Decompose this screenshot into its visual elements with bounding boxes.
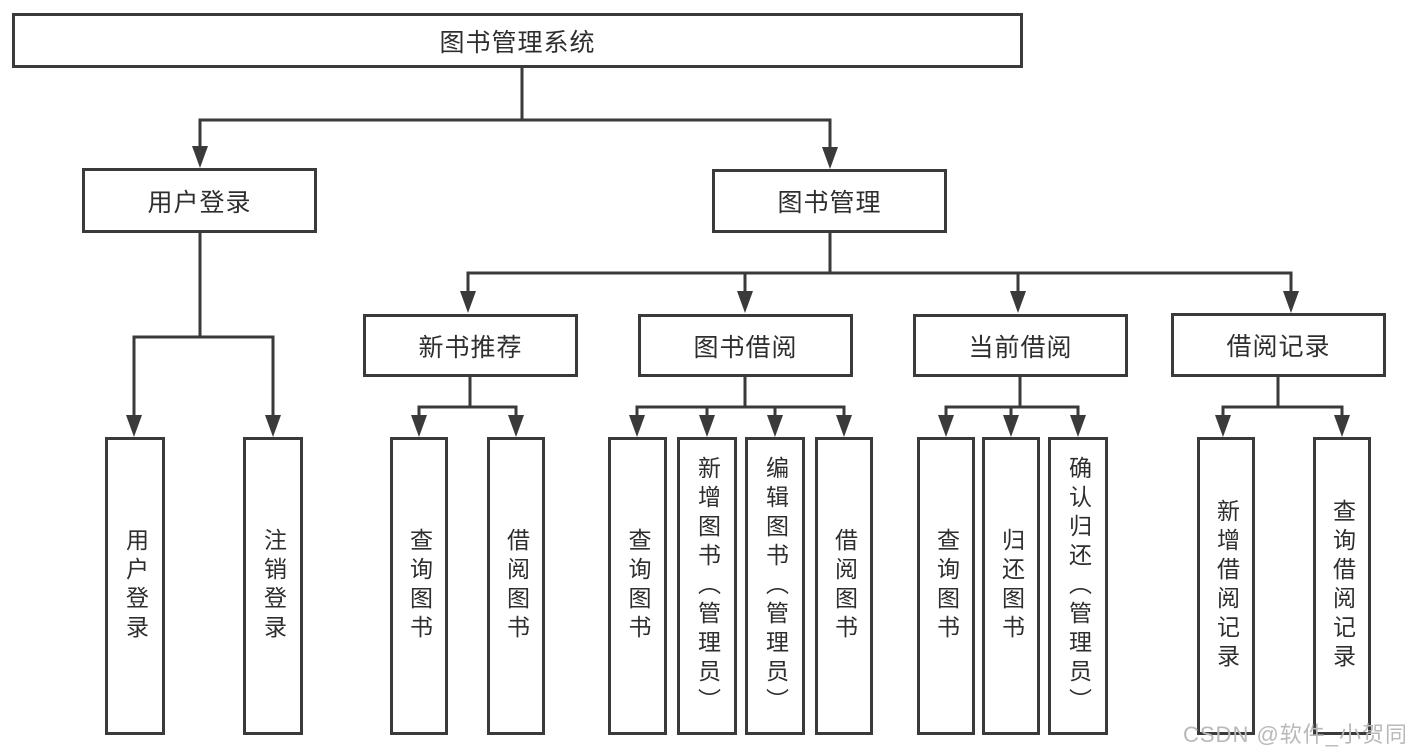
arrowhead-icon — [1215, 415, 1350, 437]
leaf-borrow-borrow-books: 借阅图书 — [815, 437, 873, 735]
connector-bookborrow-to-leaves — [629, 375, 852, 437]
leaf-records-add-record: 新增借阅记录 — [1197, 437, 1255, 735]
connector-root-to-level2 — [192, 67, 838, 169]
connector-records-to-leaves — [1215, 375, 1350, 437]
node-current-borrow: 当前借阅 — [913, 314, 1128, 377]
leaf-recommend-query-books: 查询图书 — [390, 437, 448, 735]
leaf-current-return-books: 归还图书 — [982, 437, 1040, 735]
node-borrow-records: 借阅记录 — [1171, 313, 1386, 377]
leaf-logout: 注销登录 — [243, 437, 303, 735]
arrowhead-icon — [192, 146, 838, 169]
leaf-current-confirm-return-admin: 确认归还（管理员） — [1048, 437, 1108, 735]
leaf-borrow-edit-books-admin: 编辑图书（管理员） — [745, 437, 805, 735]
watermark-text: CSDN @软件_小贺同学 — [1183, 722, 1405, 747]
connector-userlogin-to-leaves — [126, 231, 281, 437]
connector-recommend-to-leaves — [411, 375, 524, 437]
leaf-user-login: 用户登录 — [105, 437, 165, 735]
arrowhead-icon — [411, 415, 524, 437]
arrowhead-icon — [460, 291, 1299, 313]
leaf-borrow-query-books: 查询图书 — [608, 437, 667, 735]
node-book-borrow: 图书借阅 — [638, 314, 853, 377]
arrowhead-icon — [126, 415, 281, 437]
connector-bookmgmt-to-level3 — [460, 231, 1299, 313]
node-new-book-recommend: 新书推荐 — [363, 314, 578, 377]
arrowhead-icon — [629, 415, 852, 437]
node-book-management: 图书管理 — [712, 169, 947, 233]
leaf-borrow-add-books-admin: 新增图书（管理员） — [677, 437, 737, 735]
leaf-recommend-borrow-books: 借阅图书 — [487, 437, 545, 735]
connector-currentborrow-to-leaves — [938, 375, 1086, 437]
node-root: 图书管理系统 — [12, 13, 1023, 68]
arrowhead-icon — [938, 415, 1086, 437]
node-user-login: 用户登录 — [82, 168, 317, 233]
leaf-current-query-books: 查询图书 — [917, 437, 975, 735]
leaf-records-query-record: 查询借阅记录 — [1313, 437, 1371, 735]
